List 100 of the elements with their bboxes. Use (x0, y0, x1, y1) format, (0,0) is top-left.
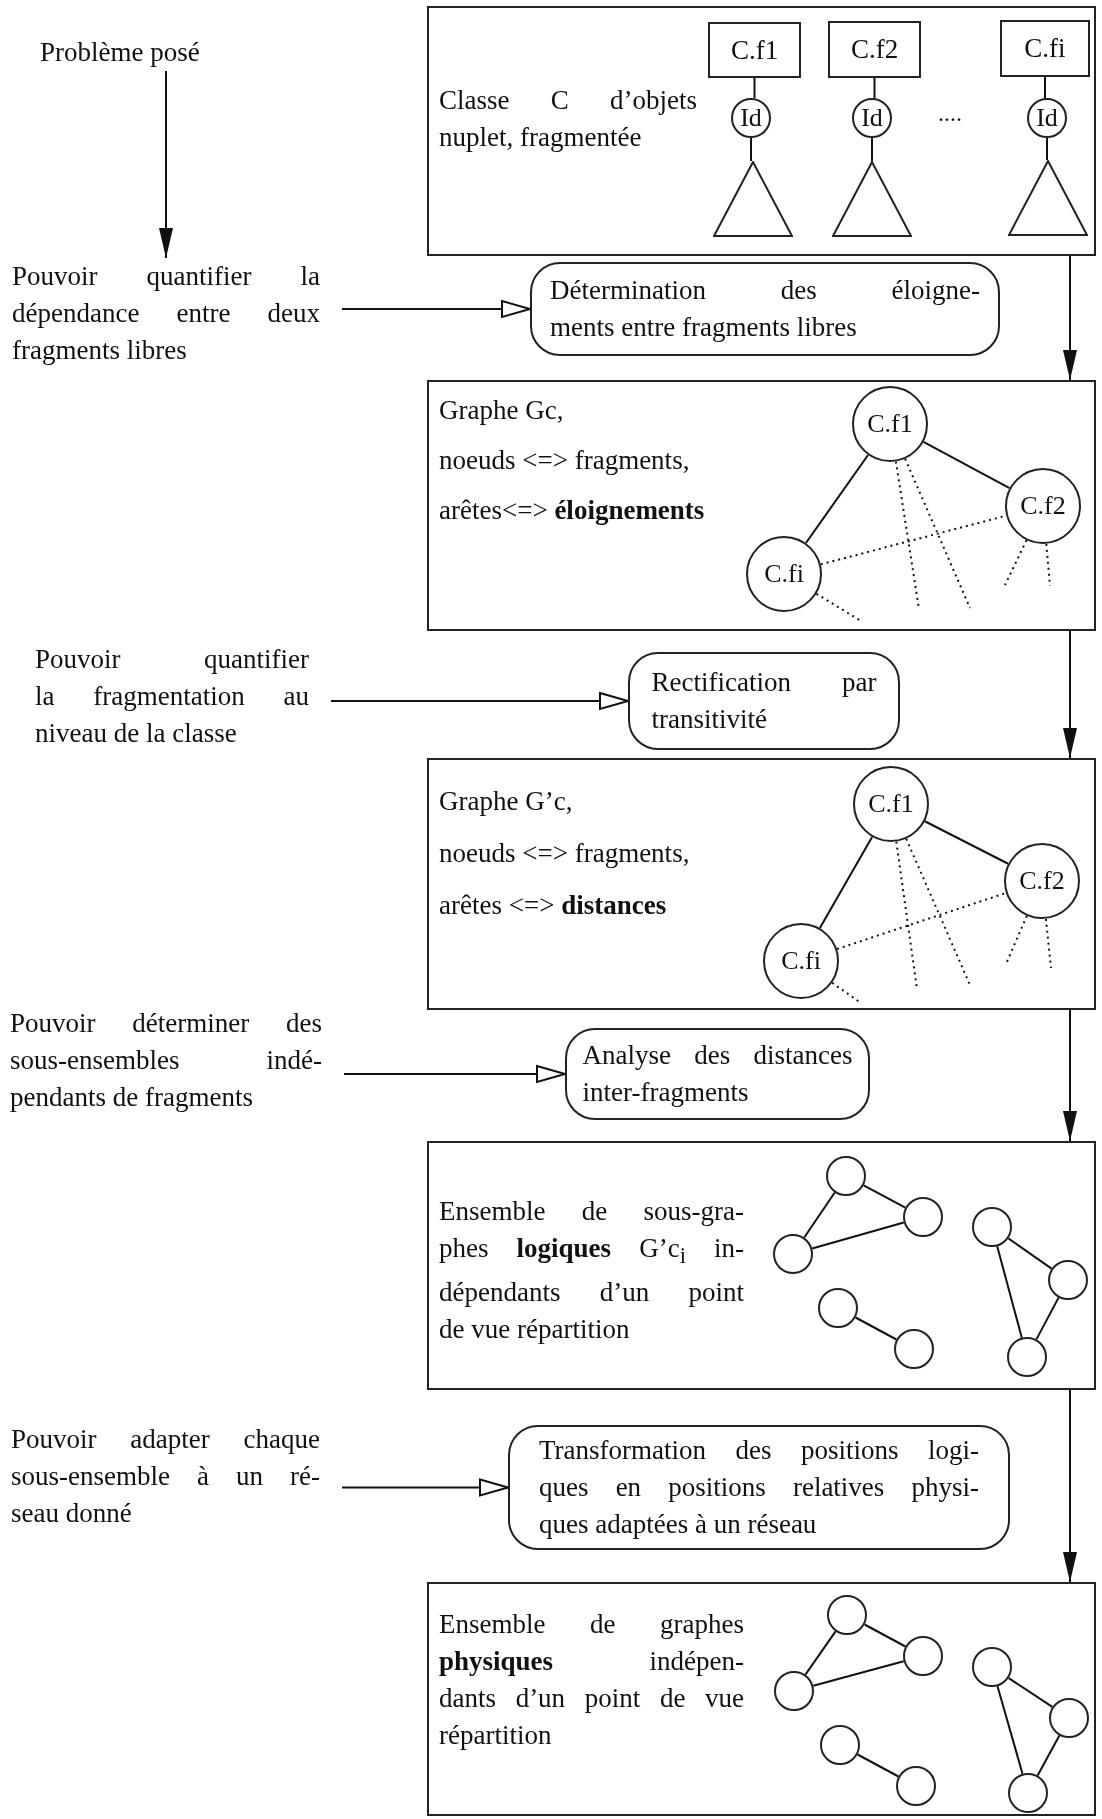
node-label: C.fi (764, 559, 804, 589)
arrow (1063, 255, 1077, 381)
description-text: Ensemble de sous-gra- phes logiques G’c$_{i}$ in- dépendants d’un point de vue répartition (439, 1195, 744, 1347)
connector-line (836, 891, 1007, 951)
connector-line (812, 1660, 905, 1687)
node-label: C.f1 (867, 409, 913, 439)
connector-line (753, 77, 756, 99)
connector-line (856, 1753, 900, 1778)
description-text: noeuds <=> fragments, (439, 445, 691, 475)
annotation-text: Pouvoir quantifier la dépendance entre deux fragments libres (12, 258, 320, 369)
graph-node-circle (1048, 1260, 1088, 1300)
connector-line (863, 1623, 907, 1648)
arrow (330, 692, 629, 710)
node-label: C.fi (781, 946, 821, 976)
graph-panel (427, 1141, 1096, 1390)
node-label: C.f1 (868, 789, 914, 819)
connector-line (904, 457, 971, 609)
arrow (341, 1478, 509, 1497)
step-text: Transformation des positions logi- ques en positions relatives physi- ques adaptées à un réseau (539, 1434, 979, 1541)
id-circle (852, 98, 892, 138)
connector-line (873, 77, 876, 99)
graph-node-circle (818, 1288, 858, 1328)
connector-line (871, 137, 873, 162)
connector-line (1035, 1296, 1060, 1341)
graph-panel (427, 380, 1096, 631)
node-label: C.f2 (850, 34, 899, 65)
annotation-text: Pouvoir déterminer des sous-ensembles indé- pendants de fragments (10, 1005, 322, 1116)
connector-line (1004, 539, 1028, 586)
description-text: arêtes<=> éloignements (439, 495, 706, 525)
description-text: arêtes <=> distances (439, 890, 668, 920)
description-text: Ensemble de graphes physiques indépen- dants d’un point de vue répartition (439, 1608, 744, 1752)
graph-node-circle (1049, 1698, 1089, 1738)
process-pill (530, 262, 1000, 356)
connector-line (811, 1221, 905, 1250)
arrow (159, 70, 173, 259)
ellipsis-text: .... (938, 100, 962, 127)
fragment-box (708, 22, 801, 78)
connector-line (905, 837, 971, 986)
graph-node-circle (1005, 468, 1081, 544)
subtree-triangle (1008, 160, 1088, 236)
process-pill (628, 652, 900, 750)
subtree-triangle (832, 161, 912, 237)
process-pill (565, 1028, 870, 1120)
subtree-triangle (713, 161, 793, 237)
connector-line (831, 981, 862, 1004)
connector-line (1044, 917, 1052, 969)
graph-node-circle (827, 1595, 867, 1635)
graph-node-circle (896, 1766, 936, 1806)
connector-line (854, 1316, 898, 1341)
graph-node-circle (903, 1197, 943, 1237)
description-text: Classe C d’objets nuplet, fragmentée (439, 84, 697, 154)
connector-line (1046, 137, 1048, 161)
node-label: Id (740, 103, 762, 133)
connector-line (804, 1630, 837, 1676)
id-circle (731, 98, 771, 138)
annotation-text: Pouvoir adapter chaque sous-ensemble à un ré- seau donné (11, 1421, 320, 1532)
class-panel (427, 6, 1096, 256)
connector-line (1007, 1677, 1054, 1708)
step-text: Détermination des éloigne- ments entre fragments libres (550, 274, 980, 344)
fragment-box (1000, 20, 1090, 77)
description-text: Graphe Gc, (439, 395, 565, 425)
node-label: C.fi (1024, 33, 1066, 64)
annotation-text: Pouvoir quantifier la fragmentation au niveau de la classe (35, 641, 309, 752)
connector-line (1036, 1734, 1061, 1777)
description-text: Graphe G’c, (439, 786, 574, 816)
graph-node-circle (774, 1671, 814, 1711)
connector-line (815, 592, 862, 622)
connector-line (1044, 76, 1046, 99)
arrow (1063, 1009, 1077, 1142)
node-label: C.f1 (730, 34, 779, 66)
node-label: C.f2 (1020, 491, 1066, 521)
connector-line (1005, 914, 1028, 965)
arrow (1063, 1389, 1077, 1583)
graph-node-circle (853, 766, 929, 842)
fragment-box (828, 21, 921, 78)
graph-node-circle (746, 536, 822, 612)
step-text: Analyse des distances inter-fragments (582, 1039, 853, 1109)
connector-line (923, 820, 1010, 865)
graph-node-circle (773, 1234, 813, 1274)
connector-line (862, 1184, 907, 1209)
graph-panel (427, 758, 1096, 1010)
connector-line (804, 454, 870, 544)
arrow (1063, 630, 1077, 759)
graph-node-circle (903, 1636, 943, 1676)
graph-node-circle (852, 386, 928, 462)
graph-node-circle (820, 1725, 860, 1765)
graph-node-circle (826, 1156, 866, 1196)
id-circle (1027, 98, 1067, 138)
node-label: Id (1036, 103, 1058, 133)
graph-node-circle (763, 923, 839, 999)
process-pill (508, 1425, 1010, 1550)
graph-panel (427, 1582, 1096, 1816)
arrow (341, 300, 531, 318)
graph-node-circle (972, 1207, 1012, 1247)
connector-line (750, 137, 752, 162)
graph-node-circle (972, 1647, 1012, 1687)
graph-node-circle (894, 1329, 934, 1369)
connector-line (922, 440, 1011, 490)
step-text: Rectification par transitivité (651, 666, 877, 736)
connector-line (803, 1191, 836, 1239)
